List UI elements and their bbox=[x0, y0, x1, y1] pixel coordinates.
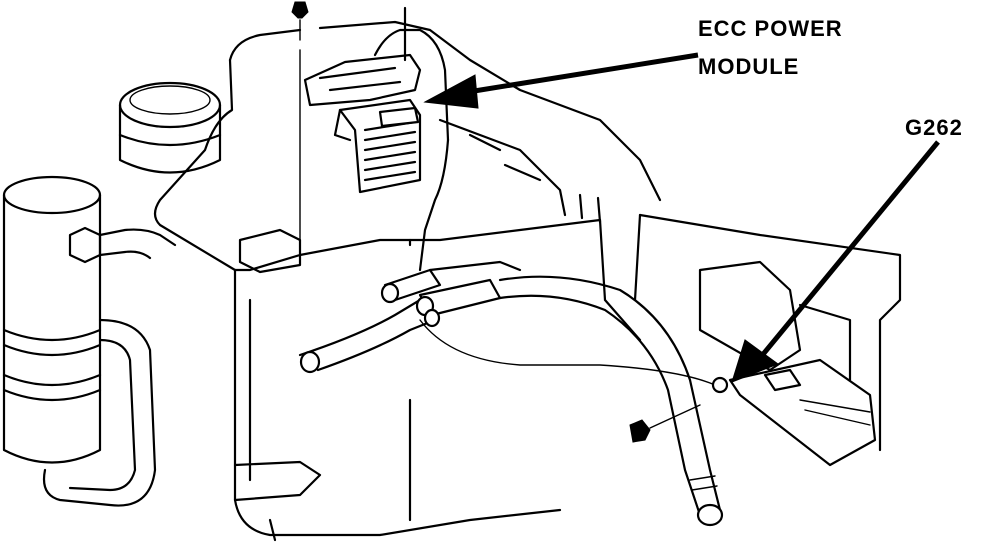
module-label-line2: MODULE bbox=[698, 54, 799, 79]
round-canister bbox=[118, 81, 222, 174]
center-hoses bbox=[298, 260, 724, 527]
mounting-screw bbox=[291, 1, 309, 241]
ground-leader-arrow bbox=[731, 140, 940, 383]
hvac-housing bbox=[153, 20, 662, 542]
ground-label: G262 bbox=[905, 115, 963, 140]
module-label-line1: ECC POWER bbox=[698, 16, 843, 41]
module-leader-arrow bbox=[423, 52, 699, 109]
ground-bolt bbox=[629, 404, 701, 443]
accumulator-cylinder bbox=[2, 175, 177, 507]
ecc-power-module bbox=[303, 6, 450, 272]
right-bracket bbox=[633, 213, 902, 467]
